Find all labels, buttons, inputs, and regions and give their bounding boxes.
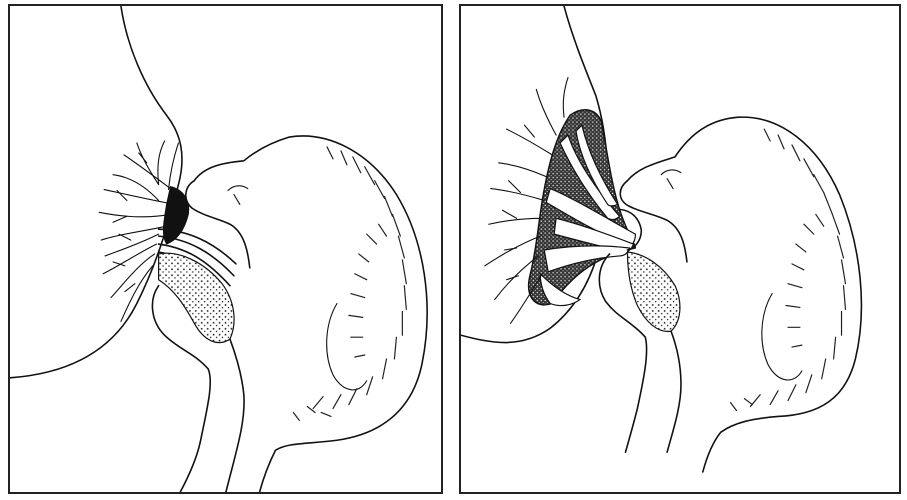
illustration-panel-left [8, 4, 443, 494]
infant-ear [327, 303, 367, 389]
infant-forehead [186, 181, 250, 268]
infant-hair-hatching [293, 147, 406, 420]
infant-breastfeeding-drawing-left [10, 6, 441, 492]
infant-breastfeeding-drawing-right [461, 6, 899, 492]
illustration-panel-right [459, 4, 901, 494]
infant-tongue [159, 253, 234, 342]
infant-chin-neck [667, 331, 681, 452]
infant-tongue [627, 252, 679, 331]
infant-eye [228, 186, 248, 205]
milk-sinus [163, 187, 188, 244]
infant-eye [661, 170, 681, 189]
infant-chin-neck [226, 339, 244, 492]
